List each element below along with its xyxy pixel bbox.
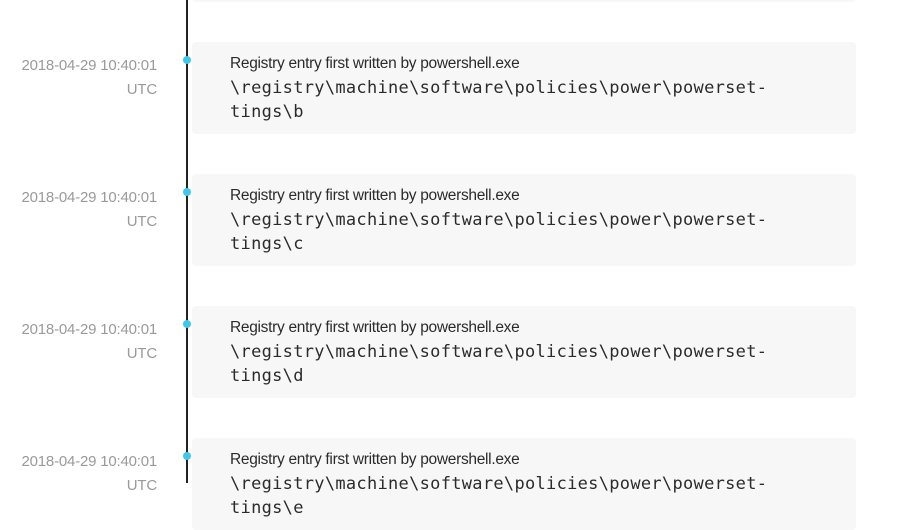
event-description: Registry entry first written by powershe…	[230, 187, 520, 204]
timeline-dot-icon	[183, 56, 191, 64]
event-date: 2018-04-29 10:40:01	[21, 189, 158, 206]
event-date: 2018-04-29 10:40:01	[21, 453, 158, 470]
event-date: 2018-04-29 10:40:01	[21, 321, 158, 338]
event-timeline: 2018-04-29 10:40:01 UTC Registry entry f…	[0, 0, 904, 518]
event-timestamp: 2018-04-29 10:40:01 UTC	[0, 186, 158, 234]
registry-path[interactable]: \registry\machine\software\policies\powe…	[230, 472, 790, 520]
event-description: Registry entry first written by powershe…	[230, 55, 520, 72]
event-timestamp: 2018-04-29 10:40:01 UTC	[0, 318, 158, 366]
timeline-axis-line	[186, 0, 188, 483]
event-card[interactable]: Registry entry first written by powershe…	[192, 42, 856, 134]
registry-path-line: \registry\machine\software\policies\powe…	[230, 210, 768, 230]
event-timezone: UTC	[126, 345, 157, 362]
registry-path-line: \registry\machine\software\policies\powe…	[230, 474, 768, 494]
event-card[interactable]: Registry entry first written by powershe…	[192, 174, 856, 266]
registry-path-line: tings\b	[230, 102, 304, 122]
timeline-entry: 2018-04-29 10:40:01 UTC Registry entry f…	[0, 174, 904, 266]
event-description: Registry entry first written by powershe…	[230, 451, 520, 468]
event-card[interactable]: Registry entry first written by powershe…	[192, 438, 856, 530]
registry-path-line: tings\e	[230, 498, 304, 518]
registry-path[interactable]: \registry\machine\software\policies\powe…	[230, 208, 790, 256]
timeline-dot-icon	[183, 452, 191, 460]
timeline-dot-icon	[183, 320, 191, 328]
event-timestamp: 2018-04-29 10:40:01 UTC	[0, 54, 158, 102]
event-timezone: UTC	[126, 477, 157, 494]
timeline-dot-icon	[183, 188, 191, 196]
registry-path-line: tings\d	[230, 366, 304, 386]
event-timezone: UTC	[126, 213, 157, 230]
registry-path-line: tings\c	[230, 234, 304, 254]
registry-path[interactable]: \registry\machine\software\policies\powe…	[230, 76, 790, 124]
event-timestamp: 2018-04-29 10:40:01 UTC	[0, 450, 158, 498]
timeline-entry: 2018-04-29 10:40:01 UTC Registry entry f…	[0, 42, 904, 134]
event-timezone: UTC	[126, 81, 157, 98]
registry-path[interactable]: \registry\machine\software\policies\powe…	[230, 340, 790, 388]
event-date: 2018-04-29 10:40:01	[21, 57, 158, 74]
timeline-entry: 2018-04-29 10:40:01 UTC Registry entry f…	[0, 306, 904, 398]
previous-event-card	[192, 0, 856, 2]
timeline-entry: 2018-04-29 10:40:01 UTC Registry entry f…	[0, 438, 904, 530]
event-card[interactable]: Registry entry first written by powershe…	[192, 306, 856, 398]
event-description: Registry entry first written by powershe…	[230, 319, 520, 336]
registry-path-line: \registry\machine\software\policies\powe…	[230, 342, 768, 362]
registry-path-line: \registry\machine\software\policies\powe…	[230, 78, 768, 98]
